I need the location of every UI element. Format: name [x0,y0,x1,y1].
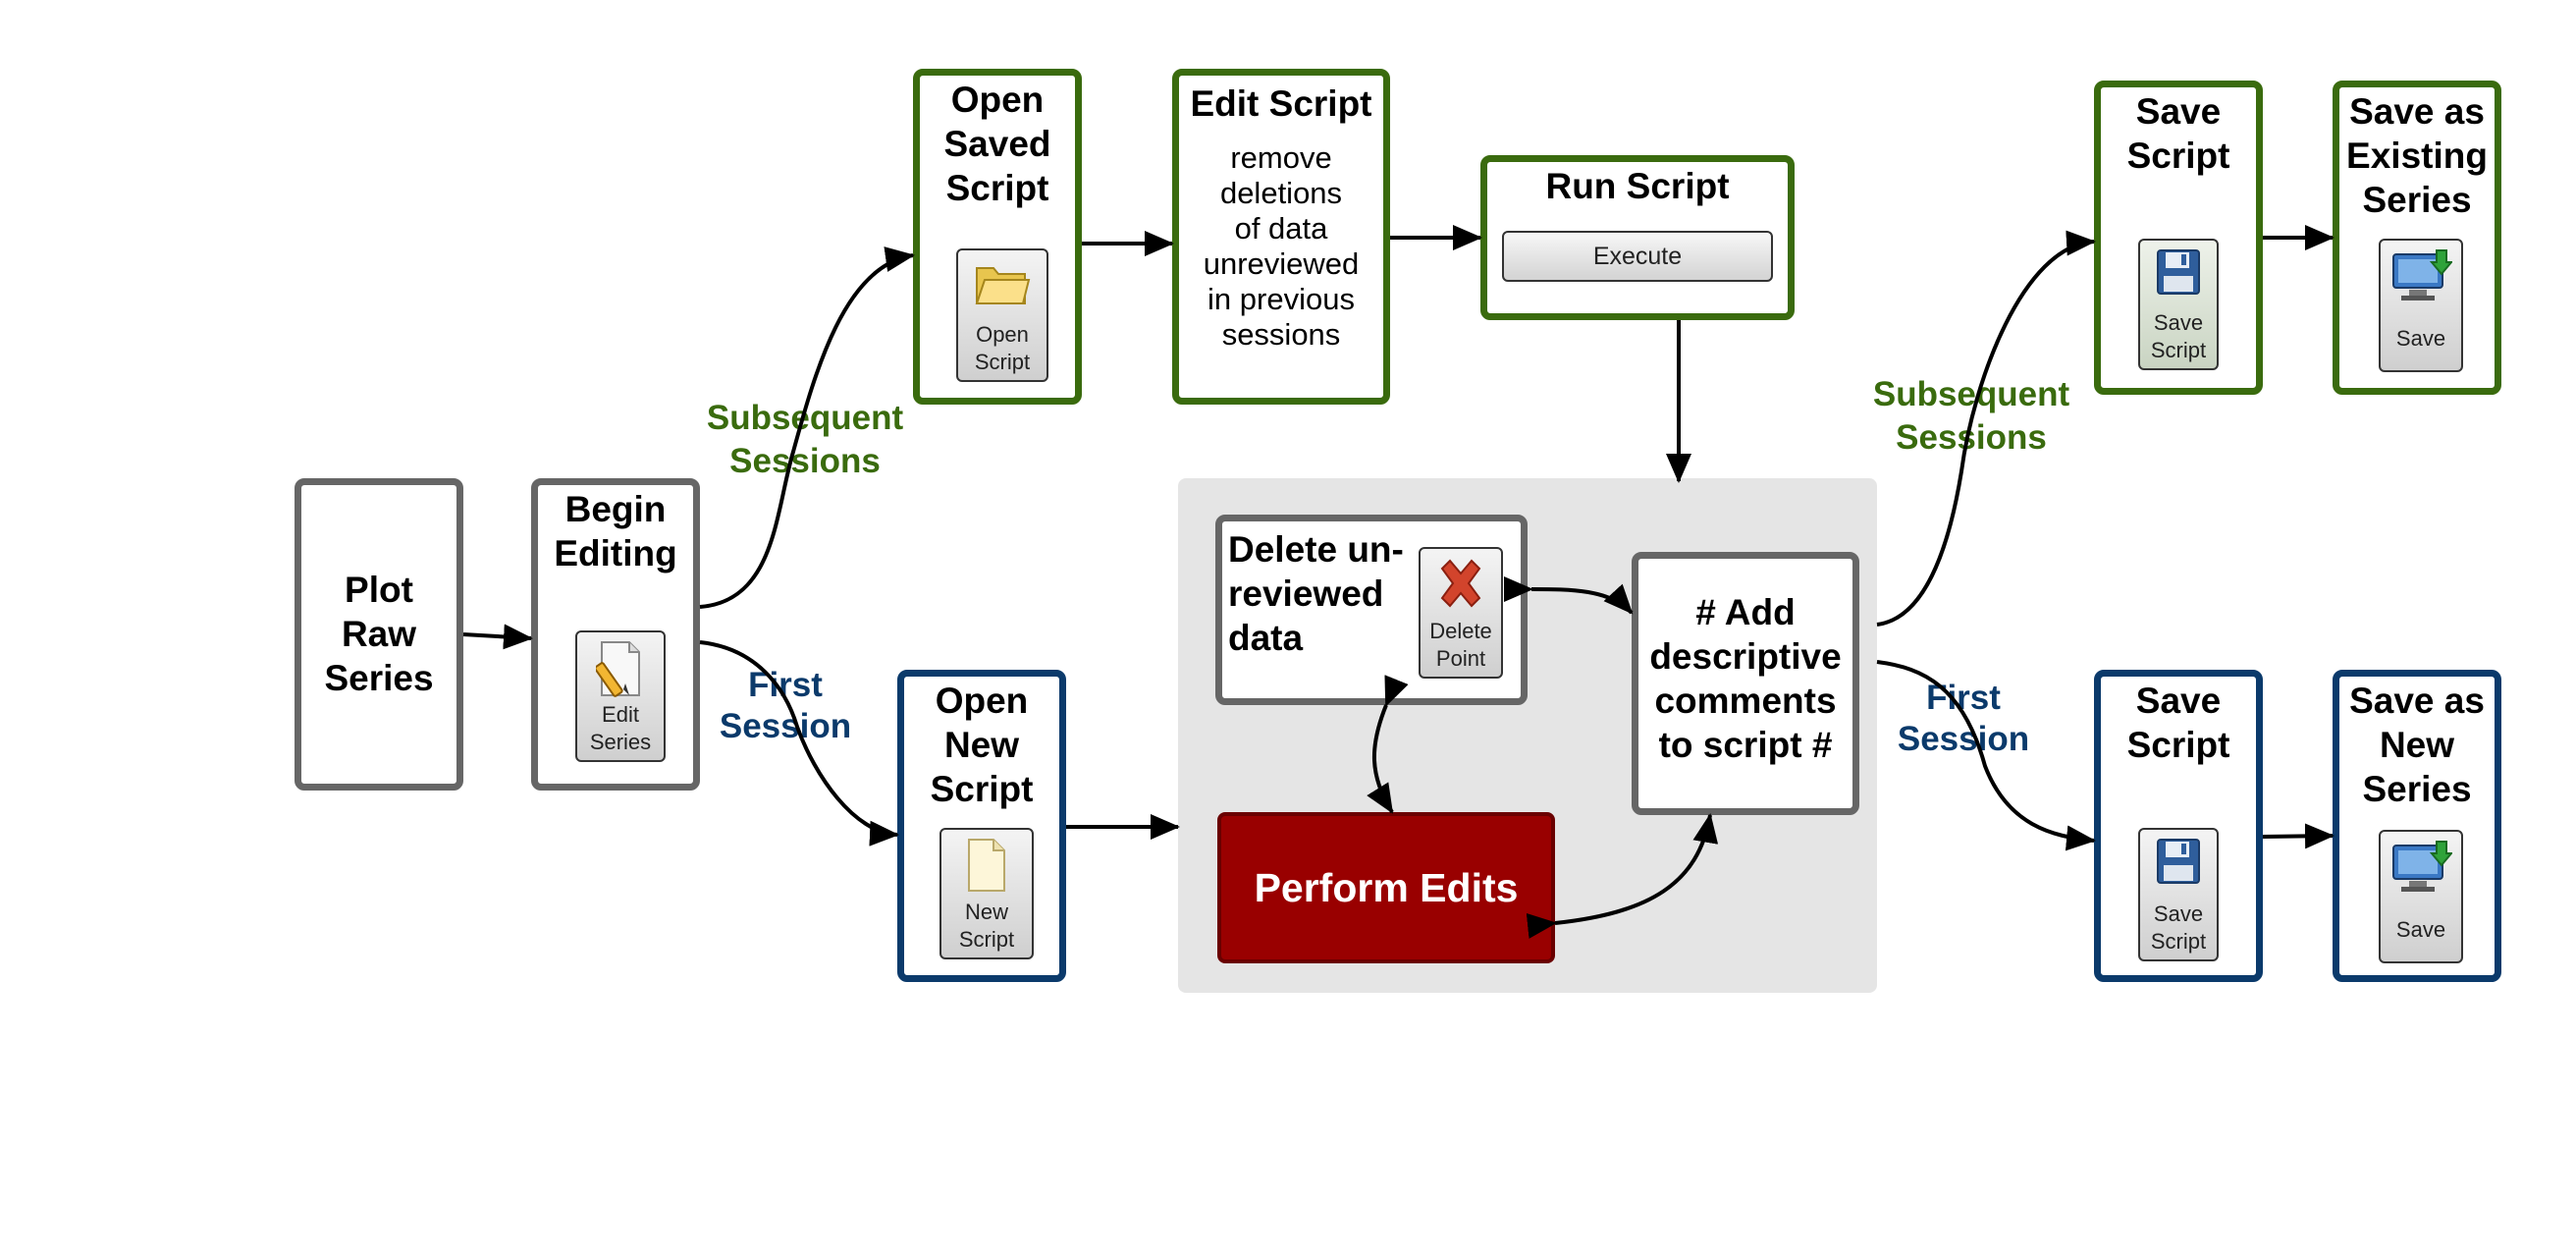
arrow-delete-comments [1503,575,1634,615]
add-comments-box: # Add descriptive comments to script # [1632,552,1859,815]
perform-edits-box: Perform Edits [1217,812,1555,963]
arrow-comments-to-save-top [1876,230,2096,627]
begin-editing-box: Begin Editing Edit Series [531,478,700,791]
delete-point-button[interactable]: Delete Point [1419,547,1503,679]
edit-series-button[interactable]: Edit Series [575,630,666,762]
edit-script-box: Edit Script remove deletions of data unr… [1172,69,1390,405]
pencil-page-icon [596,641,640,697]
open-new-script-title: Open New Script [930,681,1034,809]
arrow-save-bottom-to-new [2262,823,2334,849]
computer-save-icon [2392,841,2452,892]
save-existing-button[interactable]: Save [2379,239,2463,372]
red-x-icon [1440,559,1481,608]
blank-page-icon [968,839,1005,892]
floppy-disk-icon [2157,249,2200,295]
execute-button[interactable]: Execute [1502,231,1773,282]
save-script-top-title: Save Script [2126,91,2230,176]
run-script-box: Run Script Execute [1480,155,1795,320]
arrow-begin-to-open-new [699,640,899,846]
arrow-delete-edits [1367,675,1409,814]
new-script-button[interactable]: New Script [939,828,1034,959]
edit-script-description: remove deletions of data unreviewed in p… [1203,140,1360,352]
save-script-bottom-box: Save Script Save Script [2094,670,2263,982]
save-existing-series-title: Save as Existing Series [2346,91,2488,220]
save-script-bottom-title: Save Script [2126,681,2230,765]
save-script-bottom-button[interactable]: Save Script [2138,828,2219,961]
open-script-button[interactable]: Open Script [956,248,1048,382]
save-script-bottom-button-label: Save Script [2150,901,2207,954]
plot-raw-series-title: Plot Raw Series [324,570,434,698]
floppy-disk-icon [2157,839,2200,884]
save-new-series-box: Save as New Series Save [2333,670,2501,982]
arrow-comments-to-save-bottom [1876,660,2096,851]
open-saved-script-title: Open Saved Script [943,80,1051,208]
open-saved-script-box: Open Saved Script Open Script [913,69,1082,405]
save-existing-series-box: Save as Existing Series Save [2333,81,2501,395]
open-new-script-box: Open New Script New Script [897,670,1066,982]
new-script-button-label: New Script [958,900,1015,952]
delete-point-button-label: Delete Point [1429,619,1492,671]
arrow-edits-comments [1526,813,1719,939]
save-existing-button-label: Save [2395,326,2446,351]
add-comments-title: # Add descriptive comments to script # [1649,592,1842,765]
save-new-series-title: Save as New Series [2349,681,2485,809]
open-script-button-label: Open Script [974,322,1031,374]
computer-save-icon [2392,249,2452,300]
save-script-top-button-label: Save Script [2150,310,2207,362]
begin-editing-title: Begin Editing [554,489,677,573]
save-new-button[interactable]: Save [2379,830,2463,963]
plot-raw-series-box: Plot Raw Series [295,478,463,791]
arrow-begin-to-open-saved [699,246,915,609]
save-script-top-button[interactable]: Save Script [2138,239,2219,370]
first-session-label-left: First Session [719,666,852,745]
edit-script-title: Edit Script [1190,83,1372,124]
run-script-title: Run Script [1545,166,1730,206]
save-script-top-box: Save Script Save Script [2094,81,2263,395]
save-new-button-label: Save [2395,917,2446,942]
delete-unreviewed-title: Delete un- reviewed data [1228,529,1404,658]
folder-icon [975,267,1031,304]
arrow-plot-to-begin [462,624,533,650]
edit-series-button-label: Edit Series [589,702,652,754]
